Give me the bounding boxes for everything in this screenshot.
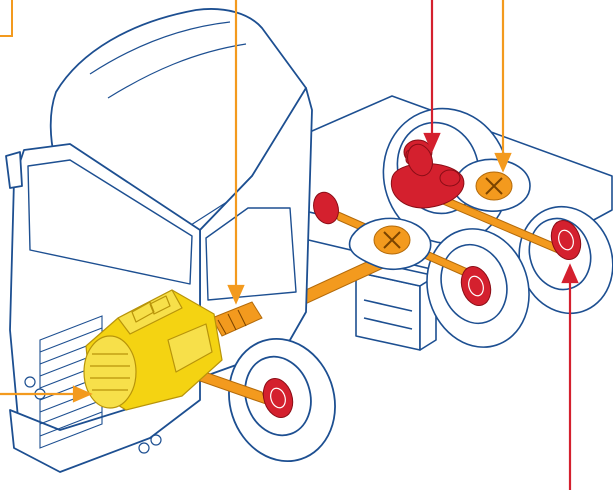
differential-callout (494, 0, 512, 173)
gearbox (211, 301, 263, 337)
rear-hub-callout (561, 263, 579, 490)
hub-highlights (468, 229, 574, 297)
headlights (24, 376, 162, 454)
differential (373, 171, 513, 255)
engine (83, 289, 223, 411)
front-hub-highlight (270, 387, 286, 409)
grille (39, 315, 103, 449)
engine-callout (0, 385, 93, 403)
callout-label-box (0, 0, 13, 37)
gearbox-callout (227, 0, 245, 305)
coupling-callout (423, 0, 441, 153)
front-wheel-hub (262, 377, 294, 419)
wheel-hubs (313, 143, 582, 307)
cab (5, 8, 313, 473)
